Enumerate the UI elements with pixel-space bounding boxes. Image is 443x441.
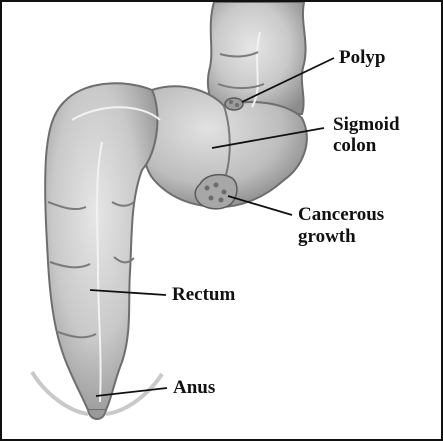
label-rectum: Rectum [172,284,235,305]
label-sigmoid-colon-line2: colon [333,135,377,156]
label-anus: Anus [173,377,215,398]
label-sigmoid-colon-line1: Sigmoid [333,114,400,135]
anal-opening [88,410,106,419]
colon-body [32,2,307,419]
label-polyp: Polyp [339,47,385,68]
label-cancerous-growth-line1: Cancerous [298,204,384,225]
polyp-growth [225,98,243,110]
label-cancerous-growth-line2: growth [298,226,356,247]
